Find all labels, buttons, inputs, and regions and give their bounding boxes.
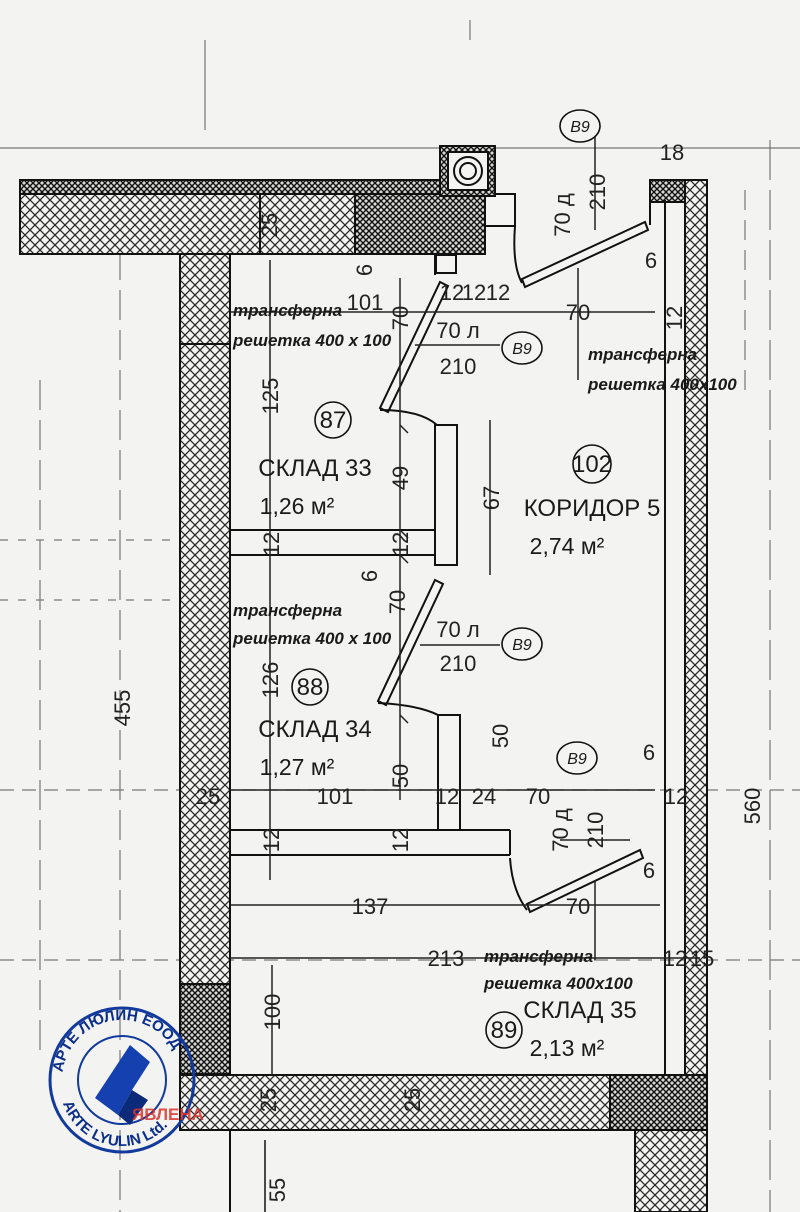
room-area: 2,13 м² xyxy=(530,1035,605,1061)
dimension-label: 12 xyxy=(388,828,413,852)
door-height: 210 xyxy=(585,174,610,211)
dimension-label: 50 xyxy=(488,724,513,748)
room-number: 89 xyxy=(491,1017,518,1044)
door-tag-label: B9 xyxy=(567,751,587,768)
door-height: 210 xyxy=(583,812,608,849)
room-name: КОРИДОР 5 xyxy=(524,495,661,522)
ventilation-shaft-icon xyxy=(439,145,496,197)
dimension-label: 70 xyxy=(566,894,590,919)
door-tag-label: B9 xyxy=(570,119,590,136)
wall-bottom xyxy=(179,1074,708,1212)
grille-note: решетка 400х100 xyxy=(587,375,737,394)
dimension-label: 100 xyxy=(260,994,285,1031)
room-number: 102 xyxy=(572,451,612,478)
dimension-label: 18 xyxy=(660,140,684,165)
dimension-label: 15 xyxy=(690,946,714,971)
dimension-label: 25 xyxy=(400,1088,425,1112)
grille-note: трансферна xyxy=(484,947,593,966)
dimension-label: 125 xyxy=(258,378,283,415)
dimension-label: 6 xyxy=(352,264,377,276)
grille-note: решетка 400х100 xyxy=(483,974,633,993)
dimension-label: 70 xyxy=(388,306,413,330)
dimension-label: 70 xyxy=(566,300,590,325)
dimension-label: 49 xyxy=(388,466,413,490)
door-width: 70 д xyxy=(550,193,575,237)
dimension-label: 213 xyxy=(428,946,465,971)
dimension-label: 6 xyxy=(645,248,657,273)
dimension-label: 70 xyxy=(385,590,410,614)
dimension-label: 70 xyxy=(526,784,550,809)
dimension-label: 101 xyxy=(317,784,354,809)
dimension-label: 24 xyxy=(472,784,496,809)
dimension-label: 455 xyxy=(110,690,135,727)
door-width: 70 л xyxy=(436,617,479,642)
dimension-label: 12 xyxy=(440,280,464,305)
dimension-label: 50 xyxy=(388,764,413,788)
grille-note: трансферна xyxy=(588,345,697,364)
grille-note: решетка 400 х 100 xyxy=(232,331,392,350)
dimension-label: 126 xyxy=(258,662,283,699)
dimension-label: 12 xyxy=(259,828,284,852)
dimension-label: 12 xyxy=(664,784,688,809)
grille-note: трансферна xyxy=(233,301,342,320)
grille-note: решетка 400 х 100 xyxy=(232,629,392,648)
dimension-label: 12 xyxy=(486,280,510,305)
dimension-label: 55 xyxy=(265,1178,290,1202)
dimension-label: 12 xyxy=(259,532,284,556)
room-number: 87 xyxy=(320,407,347,434)
dimension-label: 12 xyxy=(388,532,413,556)
dimension-label: 12 xyxy=(662,306,687,330)
room-area: 2,74 м² xyxy=(530,533,605,559)
door-tag-label: B9 xyxy=(512,637,532,654)
dimension-label: 25 xyxy=(257,213,282,237)
room-name: СКЛАД 34 xyxy=(258,716,371,743)
dimension-label: 137 xyxy=(352,894,389,919)
door-height: 210 xyxy=(440,354,477,379)
dimension-label: 6 xyxy=(643,740,655,765)
door-width: 70 д xyxy=(548,808,573,852)
wall-left xyxy=(179,253,231,1075)
dimension-label: 25 xyxy=(256,1088,281,1112)
wall-right xyxy=(649,179,708,1081)
dimension-label: 101 xyxy=(347,290,384,315)
dimension-label: 6 xyxy=(357,570,382,582)
room-number: 88 xyxy=(297,674,324,701)
grille-note: трансферна xyxy=(233,601,342,620)
wall-top xyxy=(19,179,516,255)
dimension-label: 12 xyxy=(663,946,687,971)
door-width: 70 л xyxy=(436,318,479,343)
dimension-label: 12 xyxy=(462,280,486,305)
door-tag-label: B9 xyxy=(512,341,532,358)
dimension-lines xyxy=(230,130,700,1075)
room-number-circles xyxy=(291,401,612,1049)
dimension-label: 67 xyxy=(479,486,504,510)
dimension-label: 12 xyxy=(435,784,459,809)
construction-lines xyxy=(0,20,800,1212)
door-height: 210 xyxy=(440,651,477,676)
dimension-label: 25 xyxy=(196,784,220,809)
stamp-red-text: ЯВЛЕНА xyxy=(132,1105,204,1124)
partitions xyxy=(229,254,665,1076)
room-area: 1,27 м² xyxy=(260,754,335,780)
door-tags xyxy=(501,109,601,775)
room-name: СКЛАД 33 xyxy=(258,455,371,482)
dimension-label: 6 xyxy=(643,858,655,883)
dimension-label: 560 xyxy=(740,788,765,825)
room-area: 1,26 м² xyxy=(260,493,335,519)
room-name: СКЛАД 35 xyxy=(523,997,636,1024)
